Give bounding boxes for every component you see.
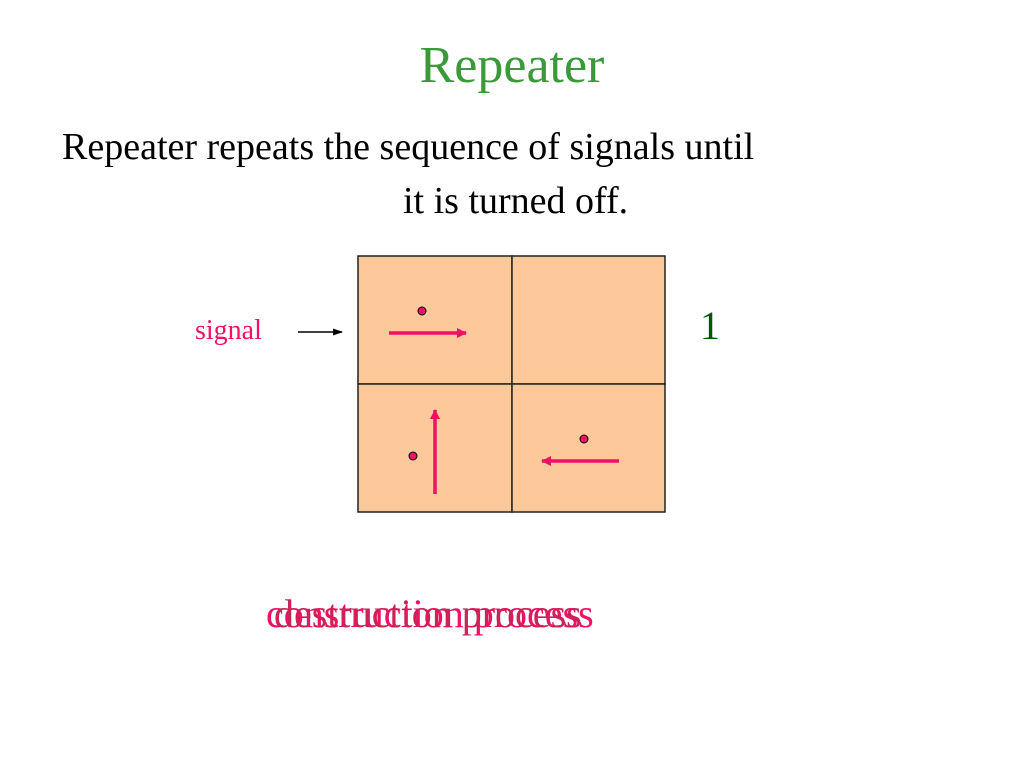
cell-top-left — [357, 255, 513, 385]
cell-top-right — [511, 255, 666, 385]
cell-bottom-right — [511, 383, 666, 513]
construction-process-text: construction process — [266, 591, 594, 636]
signal-dot-bottom-left — [408, 451, 418, 461]
signal-label: signal — [195, 315, 262, 346]
signal-dot-top-left — [417, 306, 427, 316]
body-text-line-2: it is turned off. — [403, 180, 629, 222]
step-number: 1 — [700, 303, 720, 348]
destruction-process-text: destruction process — [274, 591, 582, 636]
slide-title: Repeater — [419, 37, 605, 94]
body-text-line-1: Repeater repeats the sequence of signals… — [62, 126, 755, 168]
signal-dot-bottom-right — [579, 434, 589, 444]
